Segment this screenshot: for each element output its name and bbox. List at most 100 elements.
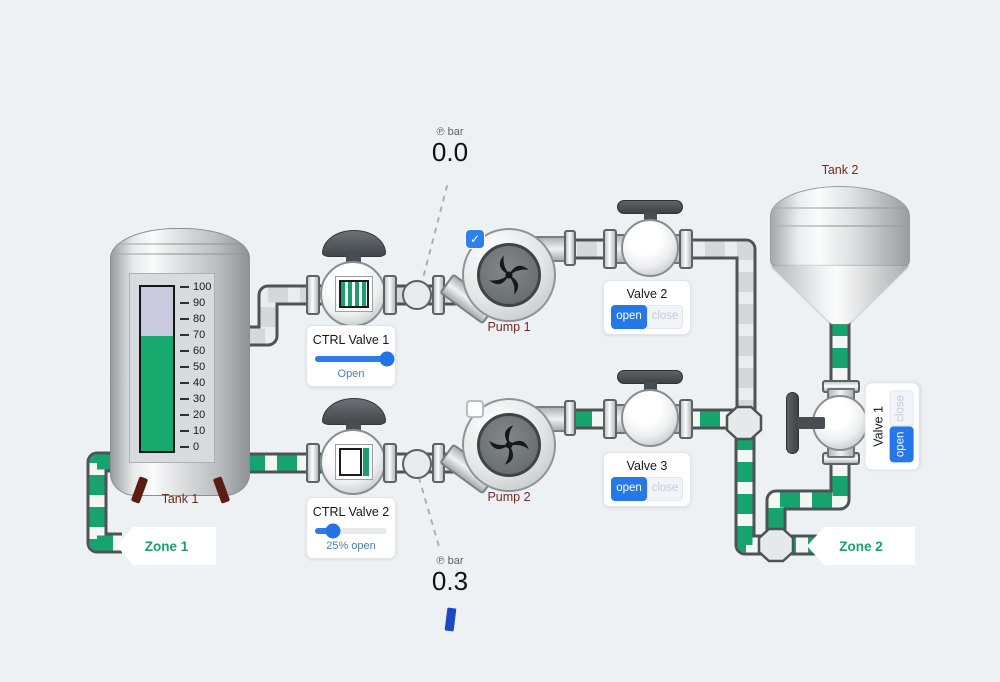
- tank1-level-bar: [139, 285, 175, 453]
- gauge1-unit-label: ℗ bar: [436, 126, 464, 138]
- tick-icon: [180, 333, 189, 336]
- zone2-label: Zone 2: [839, 538, 883, 554]
- pump2-checkbox[interactable]: [466, 400, 484, 418]
- valve2-open-button[interactable]: open: [611, 305, 647, 329]
- valve3-open-button[interactable]: open: [611, 477, 647, 501]
- zone1-tag: Zone 1: [117, 527, 216, 565]
- tank1-ridge: [115, 253, 245, 255]
- gauge2-value: 0.3: [431, 566, 469, 596]
- tank1-scale: 100 90 80 70 60 50 40 30 20 10 0: [180, 281, 212, 453]
- valve1-title: Valve 1: [871, 406, 886, 447]
- ctrl-valve1-slider[interactable]: [315, 351, 395, 367]
- flange: [679, 399, 693, 439]
- tick-icon: [180, 382, 189, 385]
- valve1-card: Valve 1 open close: [864, 382, 920, 471]
- ctrl-valve2-card: CTRL Valve 2 25% open: [306, 497, 396, 560]
- valve2-title: Valve 2: [626, 287, 668, 301]
- ctrl-valve2-indicator-open: [363, 448, 369, 476]
- pump1-impeller-icon: [489, 255, 529, 295]
- gauge1-connector-line: [420, 185, 448, 287]
- ctrl-valve2-indicator-closed: [339, 448, 362, 476]
- gauge2-connector-line: [418, 477, 441, 551]
- pressure-tap2-icon: [402, 449, 432, 479]
- flange: [383, 275, 397, 315]
- flange: [603, 229, 617, 269]
- scale-label: 70: [193, 328, 206, 341]
- ctrl-valve2-slider-fill: [315, 528, 333, 535]
- tick-icon: [180, 349, 189, 352]
- pressure-tap1-icon: [402, 280, 432, 310]
- pressure-gauge-1: ℗ bar 0.0: [405, 126, 495, 167]
- tank2-label: Tank 2: [821, 163, 859, 177]
- tick-icon: [180, 430, 189, 433]
- flange: [383, 443, 397, 483]
- ctrl-valve1-card: CTRL Valve 1 Open: [306, 325, 396, 388]
- tank1-level-fill: [141, 336, 173, 451]
- ctrl-valve2-slider[interactable]: [315, 523, 387, 539]
- zone2-tag: Zone 2: [807, 527, 915, 565]
- tank1-label: Tank 1: [161, 492, 199, 506]
- check-icon: ✓: [469, 232, 481, 246]
- tank2-body: [770, 186, 910, 268]
- ctrl-valve1-indicator-open: [339, 280, 369, 308]
- valve2-body: [621, 219, 679, 277]
- scale-label: 30: [193, 393, 206, 406]
- valve1-close-button[interactable]: close: [889, 390, 914, 427]
- gauge1-value: 0.0: [431, 137, 469, 167]
- scale-label: 20: [193, 409, 206, 422]
- scale-label: 50: [193, 360, 206, 373]
- scale-label: 0: [193, 441, 200, 454]
- tank1-ridge: [115, 243, 245, 245]
- tank1-level-gauge: 100 90 80 70 60 50 40 30 20 10 0: [129, 273, 215, 463]
- valve1-open-button[interactable]: open: [889, 426, 914, 463]
- ctrl-valve2-title: CTRL Valve 2: [312, 505, 390, 519]
- scale-label: 90: [193, 296, 206, 309]
- tick-icon: [180, 398, 189, 401]
- tank2-cone: [770, 266, 910, 324]
- ctrl-valve1-title: CTRL Valve 1: [312, 333, 390, 347]
- tick-icon: [180, 317, 189, 320]
- flange: [679, 229, 693, 269]
- junction1-icon: [725, 405, 763, 441]
- pipe-tank2-to-junction2-stripes: [768, 316, 848, 538]
- flange: [306, 275, 320, 315]
- pump1-checkbox[interactable]: ✓: [466, 230, 484, 248]
- ctrl-valve2-slider-knob[interactable]: [325, 523, 341, 539]
- pump2-impeller-icon: [489, 425, 529, 465]
- valve3-close-button[interactable]: close: [647, 477, 683, 501]
- pressure-gauge-2: ℗ bar 0.3: [405, 555, 495, 632]
- ctrl-valve1-status: Open: [337, 368, 365, 381]
- ctrl-valve2-indicator: [335, 444, 373, 480]
- valve3-card: Valve 3 open close: [603, 452, 691, 507]
- flange: [564, 230, 576, 266]
- valve2-card: Valve 2 open close: [603, 280, 691, 335]
- tank2-ridge: [775, 225, 905, 227]
- scale-label: 40: [193, 377, 206, 390]
- gauge2-unit-label: ℗ bar: [436, 555, 464, 567]
- scale-label: 10: [193, 425, 206, 438]
- tick-icon: [180, 446, 189, 449]
- junction2-icon: [757, 527, 795, 563]
- pump1-label: Pump 1: [487, 320, 531, 334]
- valve3-title: Valve 3: [626, 459, 668, 473]
- tick-icon: [180, 414, 189, 417]
- scale-label: 100: [193, 280, 212, 293]
- scale-label: 80: [193, 312, 206, 325]
- tank1-body: 100 90 80 70 60 50 40 30 20 10 0: [110, 228, 250, 504]
- tank2-ridge: [775, 207, 905, 209]
- tick-icon: [180, 365, 189, 368]
- valve3-body: [621, 389, 679, 447]
- valve2-close-button[interactable]: close: [647, 305, 683, 329]
- flange: [603, 399, 617, 439]
- gauge2-bar-indicator: [444, 607, 456, 632]
- ctrl-valve1-indicator: [335, 276, 373, 312]
- ctrl-valve2-status: 25% open: [326, 540, 376, 553]
- pipe-tank1-to-zone1-stripes: [89, 454, 122, 551]
- valve1-stem: [797, 417, 825, 429]
- zone1-label: Zone 1: [144, 538, 189, 554]
- ctrl-valve1-slider-fill: [315, 356, 387, 363]
- pump2-label: Pump 2: [487, 490, 531, 504]
- tick-icon: [180, 285, 189, 288]
- ctrl-valve1-slider-knob[interactable]: [379, 351, 395, 367]
